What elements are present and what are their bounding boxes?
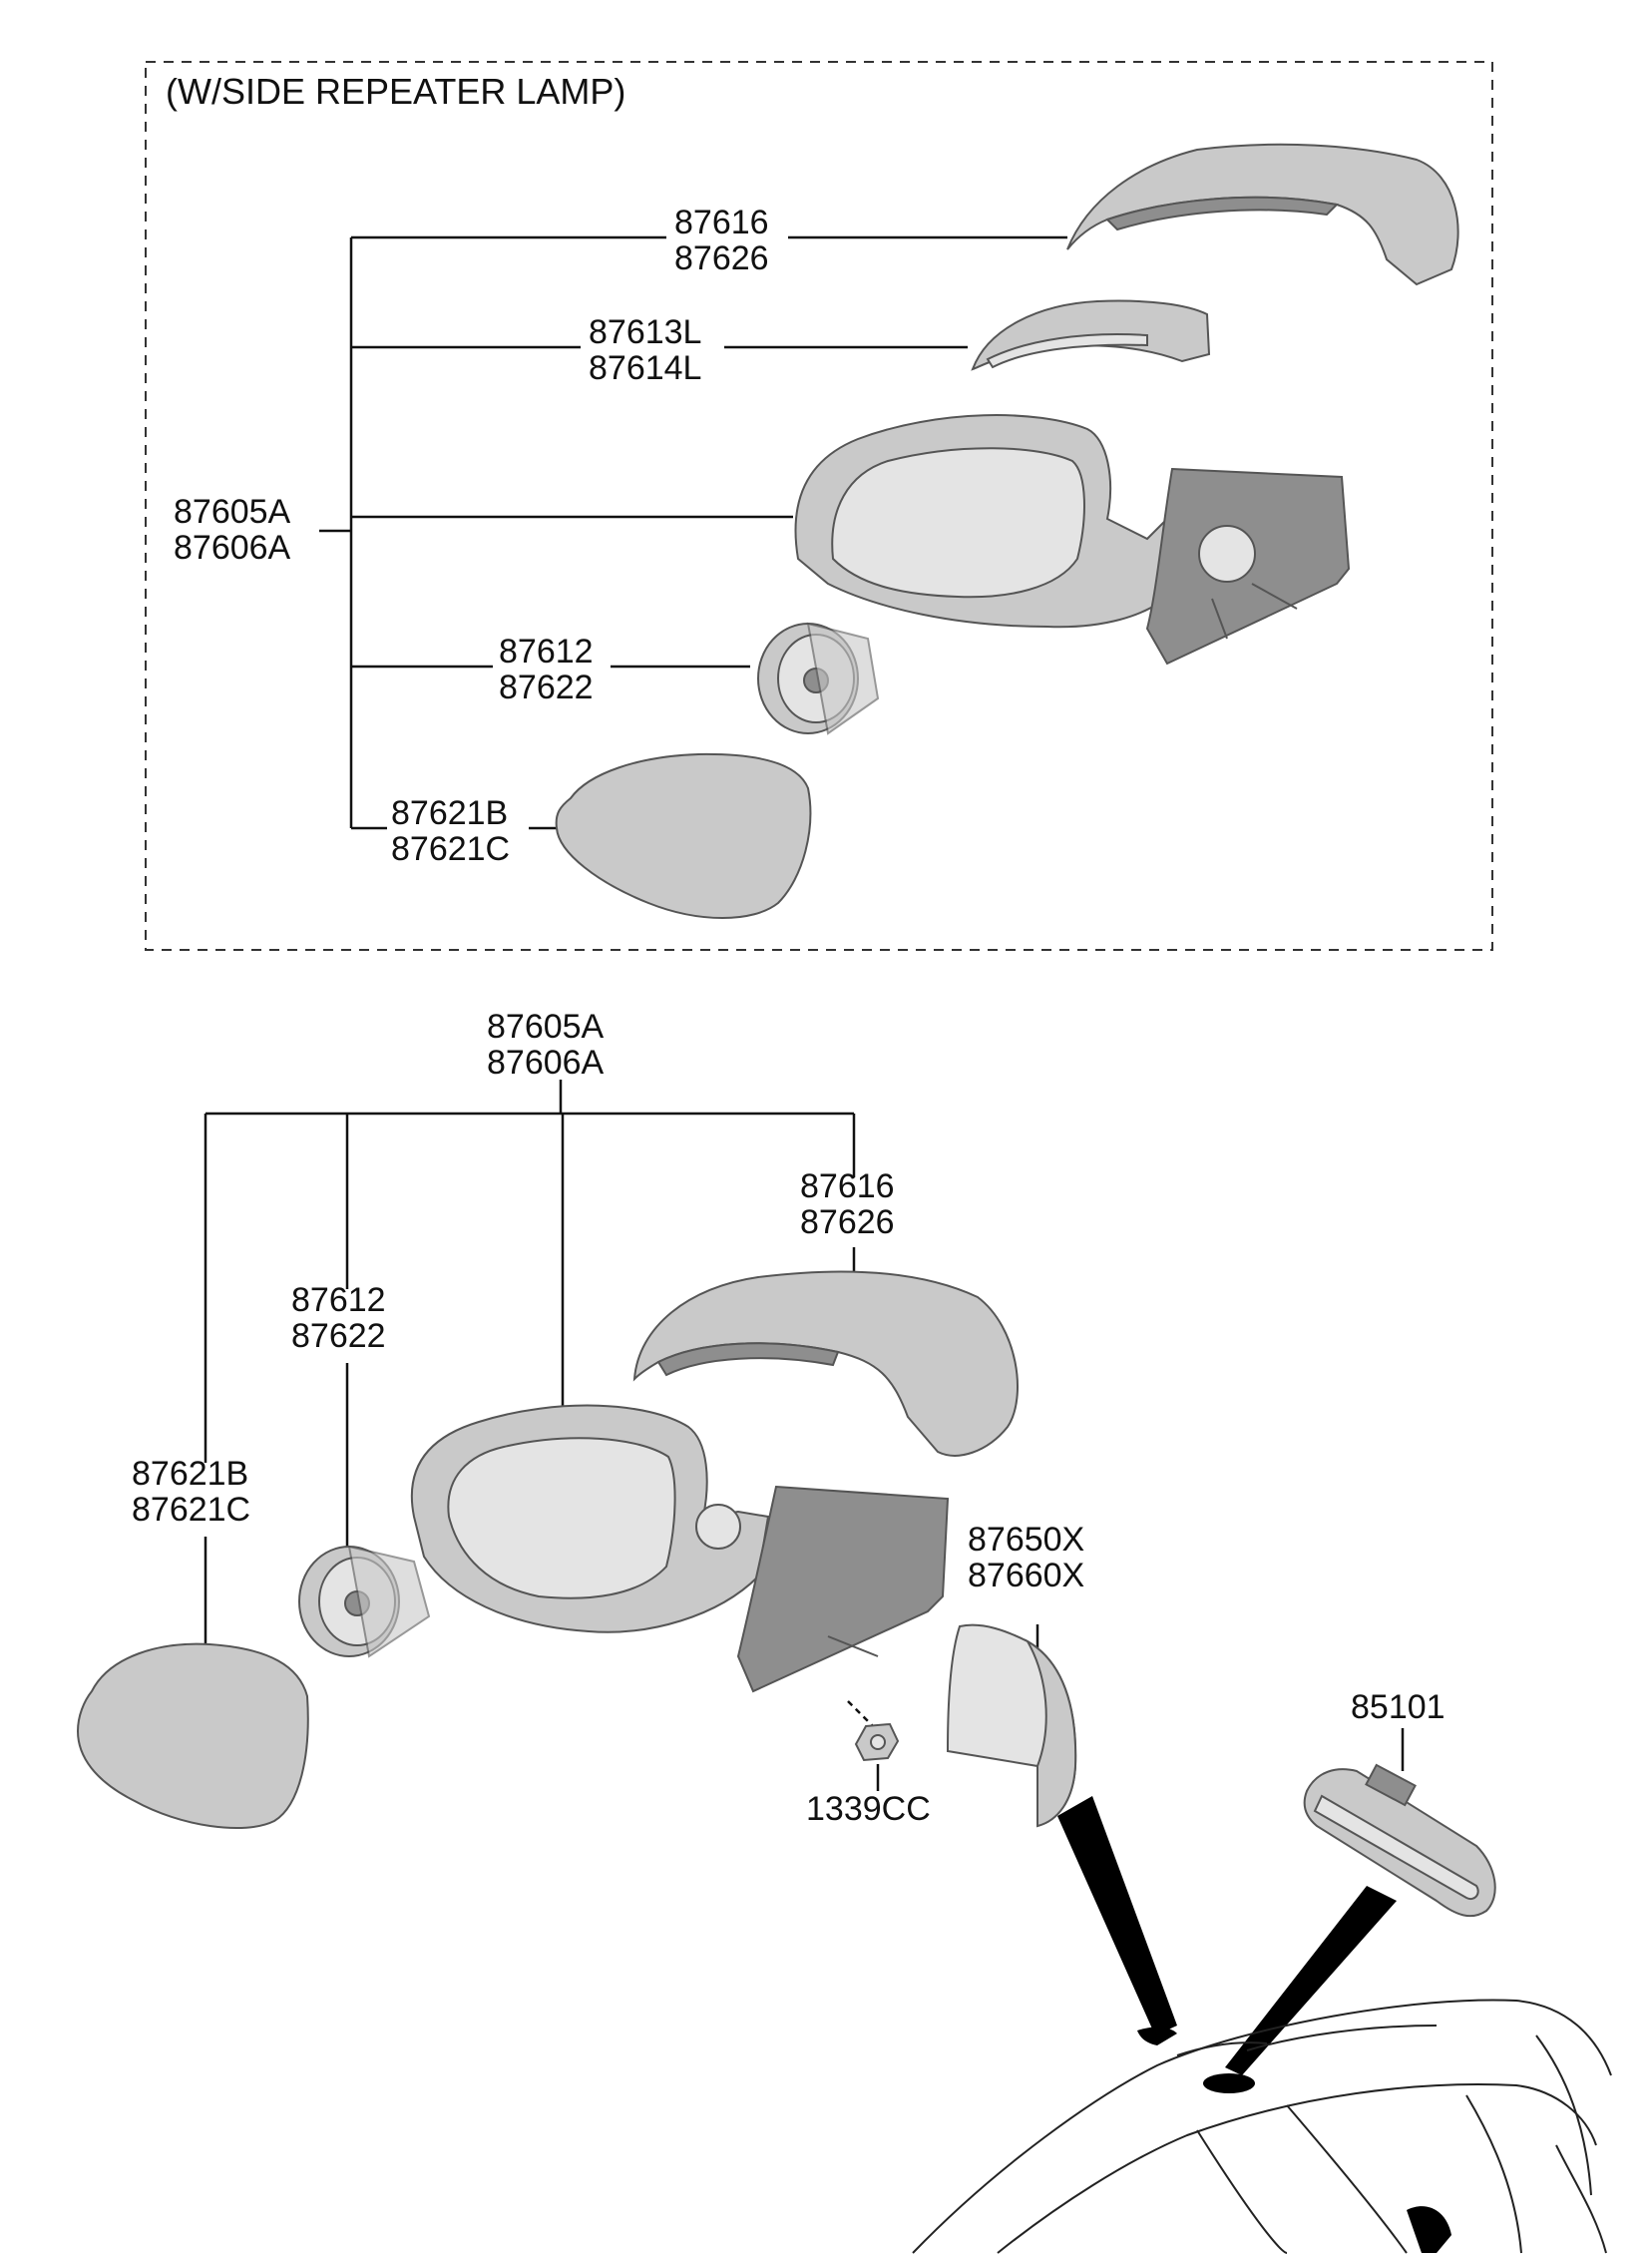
bottom-garnish-label-1: 87650X (968, 1521, 1084, 1559)
top-cover-label-1: 87616 (674, 204, 769, 241)
top-assembly-label-2: 87606A (174, 529, 291, 567)
inside-rearview-mirror (1303, 1763, 1496, 1918)
section-title: (W/SIDE REPEATER LAMP) (166, 71, 625, 112)
bottom-glass-label-2: 87621C (132, 1491, 250, 1529)
bottom-actuator-label-1: 87612 (291, 1281, 386, 1319)
callout-pointers (1057, 1796, 1397, 2075)
bottom-cover-label-1: 87616 (800, 1167, 895, 1205)
bottom-mirror-cover (632, 1270, 1019, 1457)
bottom-nut-label: 1339CC (806, 1790, 931, 1828)
bottom-cover-label-2: 87626 (800, 1203, 895, 1241)
top-leader-lines (319, 235, 1067, 830)
top-assembly-label-1: 87605A (174, 493, 291, 531)
top-mirror-glass (555, 752, 812, 919)
top-lamp-label-1: 87613L (589, 313, 701, 351)
vehicle-outline (912, 1999, 1612, 2254)
top-repeater-lamp (971, 299, 1211, 371)
bottom-mirror-glass (76, 1642, 309, 1830)
bottom-assembly-label-2: 87606A (487, 1044, 605, 1082)
bottom-assembly-label-1: 87605A (487, 1008, 605, 1046)
bottom-actuator-label-2: 87622 (291, 1317, 386, 1355)
bottom-garnish-label-2: 87660X (968, 1557, 1084, 1594)
top-mirror-cover (1066, 143, 1459, 286)
top-actuator-label-1: 87612 (499, 633, 594, 671)
top-glass-label-1: 87621B (391, 794, 508, 832)
repeater-lamp-section-frame (145, 61, 1493, 951)
bottom-glass-label-1: 87621B (132, 1455, 248, 1493)
bottom-leader-lines (204, 1080, 1405, 1791)
top-mirror-actuator (757, 622, 880, 735)
inside-mirror-label: 85101 (1351, 1688, 1446, 1726)
top-glass-label-2: 87621C (391, 830, 510, 868)
garnish-part (946, 1623, 1077, 1828)
nut-part (847, 1700, 900, 1762)
bottom-mirror-housing (410, 1404, 950, 1693)
top-actuator-label-2: 87622 (499, 669, 594, 706)
top-mirror-housing (794, 414, 1351, 666)
top-lamp-label-2: 87614L (589, 349, 701, 387)
bottom-mirror-actuator (298, 1545, 431, 1658)
top-cover-label-2: 87626 (674, 239, 769, 277)
